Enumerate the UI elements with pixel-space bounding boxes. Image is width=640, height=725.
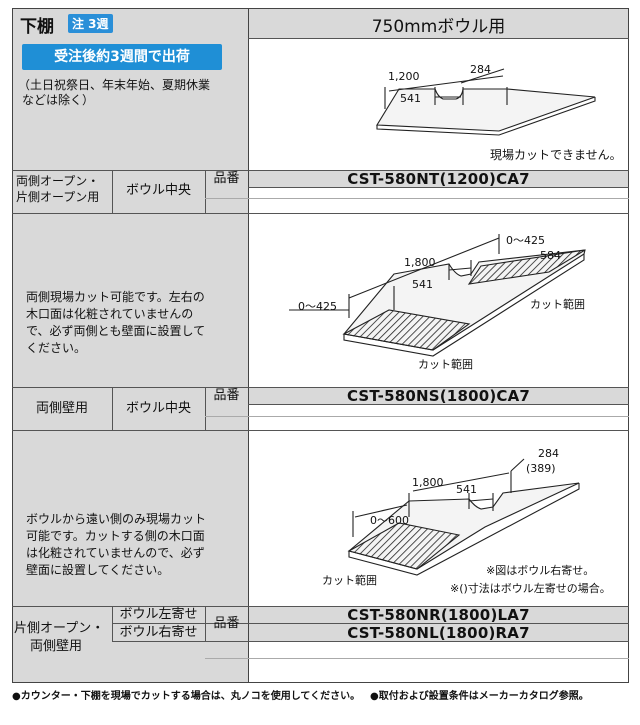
- dim-541-c: 541: [456, 483, 477, 496]
- cut-range-label-left: カット範囲: [418, 358, 473, 371]
- dim-0-600: 0～600: [370, 514, 409, 527]
- row1-hinban-bg: [248, 170, 628, 187]
- grid-line: [205, 170, 206, 213]
- row2-position: ボウル中央: [125, 401, 191, 416]
- table-border: [12, 8, 629, 683]
- row1-type-1: 両側オープン・: [16, 174, 100, 188]
- row3-position-right: ボウル右寄せ: [119, 625, 198, 640]
- sec3-desc-3: は化粧されていませんので、必ず: [26, 546, 205, 560]
- dim-1200: 1,200: [388, 70, 420, 83]
- row1-product-code: CST-580NT(1200)CA7: [347, 170, 530, 188]
- counter-diagram-1200: [376, 68, 596, 136]
- dim-0-425-left: 0～425: [298, 300, 337, 313]
- footer-note-left: ●カウンター・下棚を現場でカットする場合は、丸ノコを使用してください。: [12, 691, 361, 702]
- row1-position: ボウル中央: [125, 183, 191, 198]
- dim-541: 541: [400, 92, 421, 105]
- row2-type: 両側壁用: [35, 401, 88, 416]
- bowl-left-note: ※()寸法はボウル左寄せの場合。: [450, 582, 611, 595]
- row3-hinban-bg2: [248, 624, 628, 641]
- grid-line: [12, 606, 629, 607]
- grid-line: [12, 213, 629, 214]
- lead-time-label: 受注後約3週間で出荷: [22, 44, 222, 70]
- grid-line: [112, 170, 113, 213]
- cut-range-label-right: カット範囲: [530, 298, 585, 311]
- dim-284-b: 284: [538, 447, 559, 460]
- row2-product-code: CST-580NS(1800)CA7: [346, 387, 531, 405]
- row1-type-2: 片側オープン用: [16, 190, 100, 204]
- footer-note-right: ●取付および設置条件はメーカーカタログ参照。: [370, 691, 589, 702]
- grid-line: [205, 198, 629, 199]
- sec2-desc-4: ください。: [26, 341, 87, 355]
- grid-line: [12, 387, 629, 388]
- row3-product-code-left: CST-580NR(1800)LA7: [347, 606, 530, 624]
- row3-type-1: 片側オープン・: [14, 621, 105, 636]
- grid-line: [112, 641, 629, 642]
- row3-product-code-right: CST-580NL(1800)RA7: [347, 624, 530, 642]
- column-title: 750mmボウル用: [371, 17, 506, 37]
- row3-type-2: 両側壁用: [30, 639, 83, 654]
- row3-position-left: ボウル左寄せ: [119, 607, 198, 622]
- row2-hinban-bg: [248, 387, 628, 404]
- grid-line: [248, 187, 629, 188]
- lead-time-note-1: （土日祝祭日、年末年始、夏期休業: [18, 78, 211, 92]
- counter-diagram-1800-one-side: [347, 458, 580, 576]
- dim-541-b: 541: [412, 278, 433, 291]
- dim-389: (389): [526, 462, 556, 475]
- row1-hinban: 品番: [213, 171, 240, 186]
- column-title-bg: [248, 8, 628, 38]
- bowl-right-note: ※図はボウル右寄せ。: [486, 564, 595, 577]
- sec2-desc-2: 木口面は化粧されていませんの: [26, 307, 194, 321]
- grid-line: [12, 170, 629, 171]
- cut-range-label: カット範囲: [322, 574, 377, 587]
- sec3-desc-4: 壁面に設置してください。: [26, 563, 170, 577]
- left-column-bg: [12, 8, 248, 682]
- grid-line: [112, 623, 629, 624]
- sec2-desc-3: で、必ず両側とも壁面に設置して: [26, 324, 206, 338]
- sec2-desc-1: 両側現場カット可能です。左右の: [26, 290, 205, 304]
- dim-584: 584: [540, 249, 561, 262]
- dim-284: 284: [470, 63, 491, 76]
- grid-line: [205, 416, 629, 417]
- no-cut-note: 現場カットできません。: [490, 148, 622, 162]
- row3-hinban: 品番: [213, 616, 240, 631]
- grid-line: [12, 430, 629, 431]
- sec3-desc-1: ボウルから遠い側のみ現場カット: [26, 512, 207, 526]
- grid-line: [248, 38, 629, 39]
- grid-line: [205, 387, 206, 430]
- row3-hinban-bg1: [248, 606, 628, 623]
- grid-line: [248, 8, 249, 683]
- grid-line: [112, 387, 113, 430]
- dim-1800: 1,800: [404, 256, 436, 269]
- dim-0-425-right: 0～425: [506, 234, 545, 247]
- row2-hinban: 品番: [213, 388, 240, 403]
- lead-time-badge: 注 3週: [68, 14, 113, 33]
- counter-diagram-1800-both: [289, 234, 586, 357]
- page-title: 下棚: [20, 17, 54, 37]
- dim-1800-b: 1,800: [412, 476, 444, 489]
- lead-time-note-2: などは除く）: [22, 93, 95, 107]
- grid-line: [248, 404, 629, 405]
- sec3-desc-2: 可能です。カットする側の木口面: [26, 529, 205, 543]
- grid-line: [205, 658, 629, 659]
